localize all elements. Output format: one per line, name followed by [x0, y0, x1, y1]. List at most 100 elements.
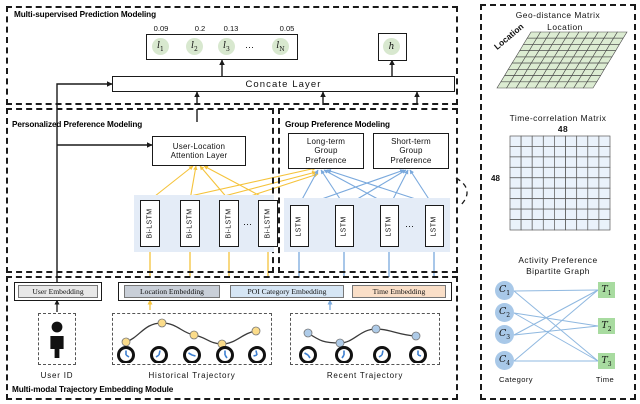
location-node-2[interactable]: l2: [186, 38, 203, 55]
time-node-1-label: T1: [601, 283, 612, 297]
location-nodes-ellipsis: ⋯: [245, 42, 255, 52]
user-embedding-label: User Embedding: [32, 287, 84, 296]
long-term-line-2: Group: [314, 146, 338, 156]
lstm-cell-2-label: LSTM: [341, 215, 348, 237]
short-term-group-preference[interactable]: Short-term Group Preference: [373, 133, 449, 169]
panel-personalized-preference: [6, 108, 274, 273]
time-matrix-side-axis: 48: [491, 174, 500, 183]
location-node-n[interactable]: lN: [272, 38, 289, 55]
short-term-line-2: Group: [399, 146, 423, 156]
time-matrix-top-axis: 48: [557, 124, 569, 134]
geo-distance-matrix: [496, 31, 628, 89]
hidden-state-box: [378, 33, 407, 61]
category-node-2-label: C2: [498, 306, 511, 319]
group-preference-title: Group Preference Modeling: [285, 120, 390, 129]
location-embedding-label: Location Embedding: [140, 287, 204, 296]
prediction-modeling-title: Multi-supervised Prediction Modeling: [14, 10, 156, 19]
panel-link: [455, 177, 468, 207]
bipartite-right-caption: Time: [595, 375, 615, 384]
concate-layer-label: Concate Layer: [245, 78, 322, 90]
bipartite-left-caption: Category: [498, 375, 533, 384]
time-node-2[interactable]: T2: [598, 318, 615, 334]
bilstm-cell-3-label: Bi-LSTM: [225, 208, 233, 239]
time-correlation-matrix: [509, 135, 611, 231]
probability-2: 0.13: [223, 24, 239, 33]
historical-trajectory-plot: [117, 318, 266, 363]
lstm-cell-3-label: LSTM: [386, 215, 393, 237]
location-node-1[interactable]: l1: [152, 38, 169, 55]
historical-trajectory-caption: Historical Trajectory: [148, 371, 236, 380]
panel-group-preference: [278, 108, 458, 273]
time-node-1[interactable]: T1: [598, 282, 615, 298]
time-node-3[interactable]: T3: [598, 353, 615, 369]
category-node-4[interactable]: C4: [495, 351, 514, 370]
panel-prediction-modeling: [6, 6, 458, 105]
poi-category-embedding-label: POI Category Embedding: [247, 287, 327, 296]
short-term-line-1: Short-term: [391, 136, 431, 146]
bilstm-cell-n[interactable]: Bi-LSTM: [258, 200, 278, 247]
poi-category-embedding[interactable]: POI Category Embedding: [230, 285, 344, 298]
lstm-cell-n-label: LSTM: [431, 215, 438, 237]
user-location-attention-layer[interactable]: User-Location Attention Layer: [152, 136, 246, 166]
location-node-n-label: lN: [276, 40, 285, 53]
time-node-2-label: T2: [601, 319, 612, 333]
probability-3: 0.05: [279, 24, 295, 33]
personalized-preference-title: Personalized Preference Modeling: [12, 120, 143, 129]
short-term-line-3: Preference: [390, 155, 432, 165]
recent-trajectory-caption: Recent Trajectory: [326, 371, 404, 380]
recent-trajectory-plot: [299, 324, 427, 363]
lstm-ellipsis: ⋯: [405, 221, 415, 231]
geo-top-axis-label: Location: [547, 22, 583, 32]
time-node-3-label: T3: [601, 354, 612, 368]
bipartite-edges: [513, 289, 599, 362]
category-node-1[interactable]: C1: [495, 281, 514, 300]
category-node-3-label: C3: [498, 328, 511, 341]
geo-distance-matrix-title: Geo-distance Matrix: [515, 10, 601, 20]
category-node-2[interactable]: C2: [495, 303, 514, 322]
attention-layer-line-1: User-Location: [172, 141, 226, 151]
user-embedding[interactable]: User Embedding: [18, 285, 98, 298]
bilstm-cell-1-label: Bi-LSTM: [146, 208, 154, 239]
location-node-2-label: l2: [191, 40, 198, 53]
bilstm-ellipsis: ⋯: [243, 219, 253, 229]
concate-layer[interactable]: Concate Layer: [112, 76, 455, 92]
hidden-state-node[interactable]: h: [383, 38, 400, 55]
probability-1: 0.2: [194, 24, 206, 33]
lstm-cell-1-label: LSTM: [296, 215, 303, 237]
location-node-3[interactable]: l3: [218, 38, 235, 55]
person-icon: [50, 321, 64, 358]
lstm-cell-2[interactable]: LSTM: [335, 205, 354, 247]
lstm-cell-3[interactable]: LSTM: [380, 205, 399, 247]
lstm-cell-n[interactable]: LSTM: [425, 205, 444, 247]
long-term-line-3: Preference: [305, 155, 347, 165]
bilstm-cell-n-label: Bi-LSTM: [264, 208, 272, 239]
bipartite-graph-title-line-2: Bipartite Graph: [526, 266, 590, 276]
probability-0: 0.09: [153, 24, 169, 33]
embedding-module-title: Multi-modal Trajectory Embedding Module: [12, 385, 174, 394]
attention-layer-line-2: Attention Layer: [170, 151, 228, 160]
long-term-group-preference[interactable]: Long-term Group Preference: [288, 133, 364, 169]
location-node-3-label: l3: [223, 40, 230, 53]
bilstm-cell-3[interactable]: Bi-LSTM: [219, 200, 239, 247]
panel-embedding-module: [6, 276, 458, 400]
bilstm-cell-2-label: Bi-LSTM: [186, 208, 194, 239]
user-id-caption: User ID: [40, 371, 74, 380]
prediction-arrows: [56, 59, 420, 283]
bilstm-cell-1[interactable]: Bi-LSTM: [140, 200, 160, 247]
time-embedding-label: Time Embedding: [372, 287, 426, 296]
category-node-1-label: C1: [498, 284, 511, 297]
long-term-line-1: Long-term: [306, 136, 346, 146]
bipartite-graph-title-line-1: Activity Preference: [518, 255, 598, 265]
category-node-3[interactable]: C3: [495, 325, 514, 344]
bilstm-cell-2[interactable]: Bi-LSTM: [180, 200, 200, 247]
location-node-1-label: l1: [157, 40, 164, 53]
panel-right-side-info: [480, 4, 636, 400]
time-embedding[interactable]: Time Embedding: [352, 285, 446, 298]
hidden-state-label: h: [388, 41, 395, 52]
category-node-4-label: C4: [498, 354, 511, 367]
location-embedding[interactable]: Location Embedding: [124, 285, 220, 298]
lstm-cell-1[interactable]: LSTM: [290, 205, 309, 247]
clock-icons-historical: [117, 346, 266, 363]
lstm-band: [284, 198, 450, 252]
clock-icons-recent: [299, 346, 427, 363]
